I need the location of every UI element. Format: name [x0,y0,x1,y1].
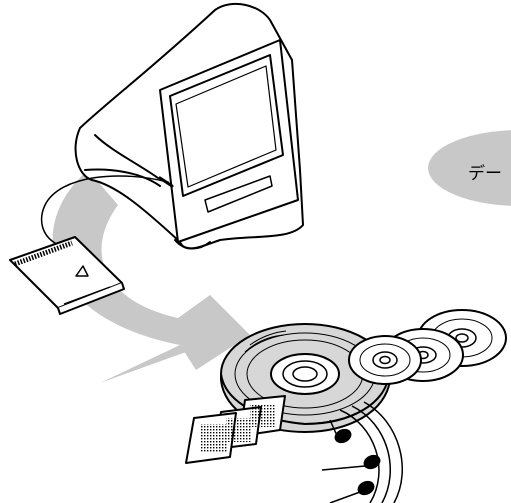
monitor-stand-icon [40,2,304,250]
printed-photos-icon [185,395,286,464]
cd-disc-icon [348,309,507,385]
bubble-text: デー [468,163,502,184]
music-notes-icon [321,401,403,503]
speech-bubble: デー [428,130,511,206]
memory-card-icon [9,236,125,315]
transfer-arrow-icon [52,170,250,383]
